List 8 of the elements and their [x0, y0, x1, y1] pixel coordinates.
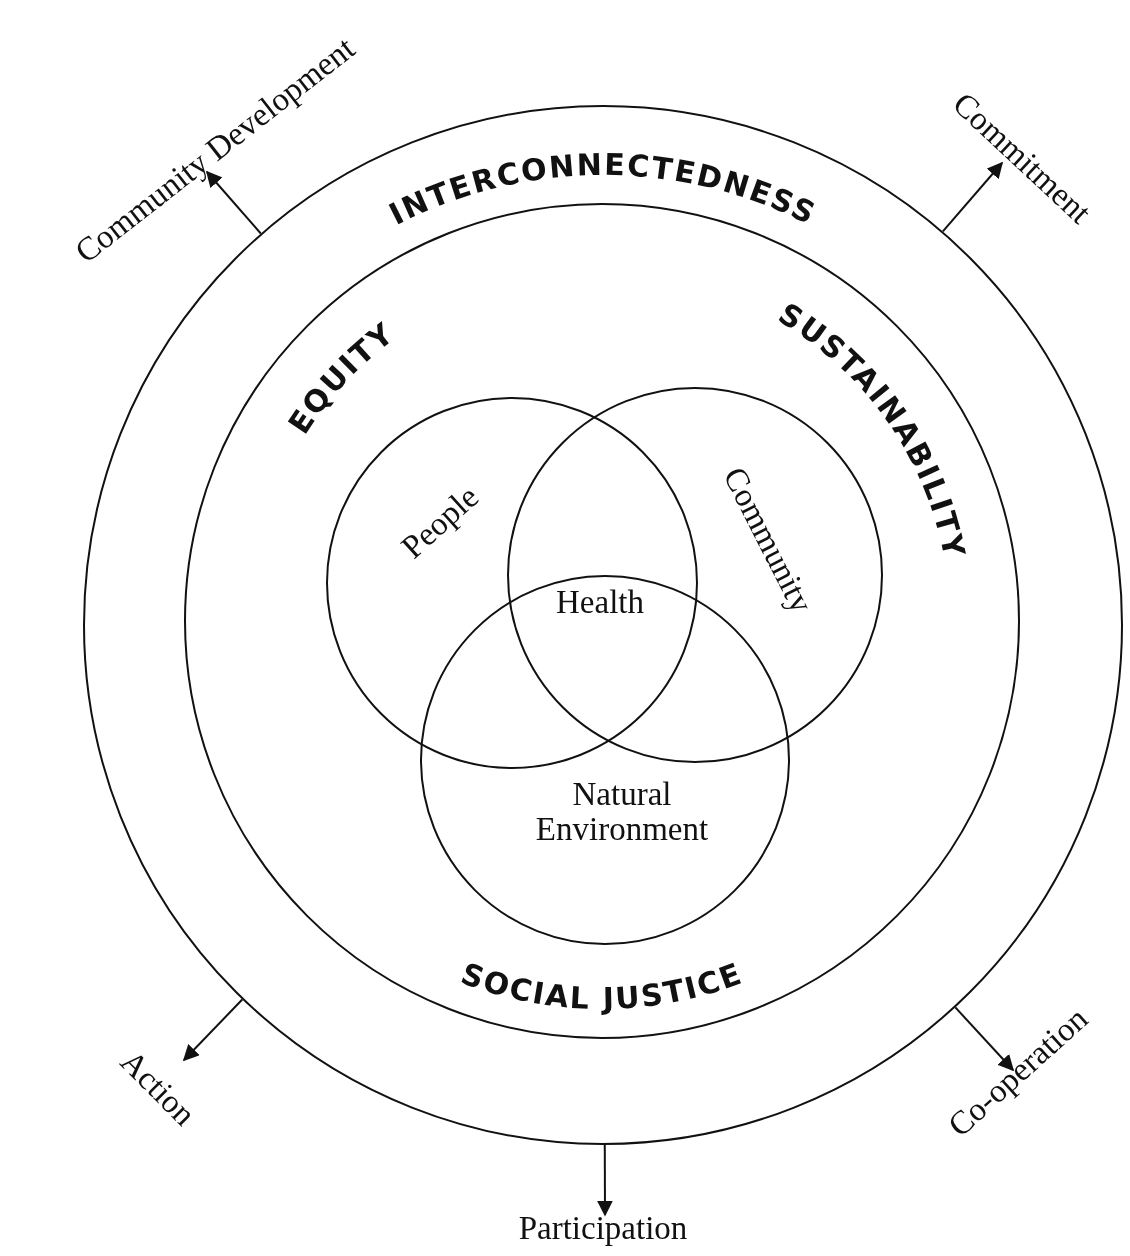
center-label: Health	[556, 584, 644, 620]
arrow	[596, 1144, 613, 1217]
outcome-label: Participation	[518, 1210, 688, 1246]
arrow	[182, 998, 244, 1062]
arrow	[205, 170, 262, 235]
circle-label: Natural Environment	[534, 777, 710, 847]
arrow	[954, 1006, 1015, 1072]
arrow	[941, 161, 1004, 233]
